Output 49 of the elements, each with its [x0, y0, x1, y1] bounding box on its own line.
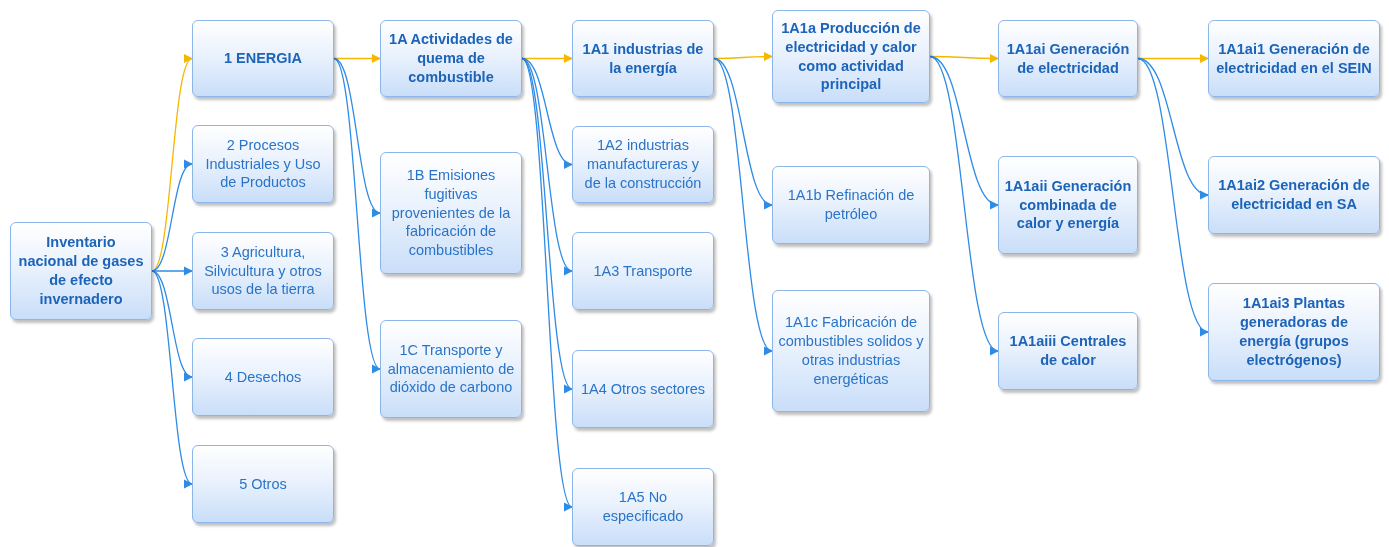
category-box — [192, 445, 334, 523]
category-box — [772, 10, 930, 103]
box-label: 1A4 Otros sectores — [580, 379, 706, 399]
box-label: 1A1c Fabricación de combustibles solidos y otras industrias energéticas — [777, 313, 925, 389]
box-label: 1A1ai1 Generación de electricidad en el SEIN — [1215, 39, 1373, 78]
category-box — [380, 152, 522, 274]
category-box — [192, 20, 334, 97]
box-label: 1A3 Transporte — [593, 261, 693, 281]
box-label: 1A1a Producción de electricidad y calor como actividad principal — [780, 18, 922, 95]
category-box — [572, 468, 714, 546]
box-label: 1C Transporte y almacenamiento de dióxido de carbono — [386, 340, 516, 398]
box-label: 1B Emisiones fugitivas provenientes de la fabricación de combustibles — [390, 165, 512, 261]
arrow — [333, 53, 381, 64]
box-label: 1A1 industrias de la energía — [581, 39, 705, 78]
arrow — [521, 57, 573, 166]
category-box — [998, 156, 1138, 254]
category-box — [192, 232, 334, 310]
category-box — [1208, 156, 1380, 234]
category-box — [772, 290, 930, 412]
box-label: 4 Desechos — [224, 367, 302, 387]
category-box — [572, 232, 714, 310]
category-box — [10, 222, 152, 320]
category-box — [380, 20, 522, 97]
category-box — [192, 125, 334, 203]
box-label: 1A1ai Generación de electricidad — [1005, 39, 1131, 78]
category-box — [572, 20, 714, 97]
box-label: 1A1aii Generación combinada de calor y energía — [1003, 176, 1133, 234]
box-label: 1A1aiii Centrales de calor — [1008, 332, 1128, 370]
category-box — [1208, 283, 1380, 381]
category-box — [380, 320, 522, 418]
category-box — [1208, 20, 1380, 97]
box-label: 3 Agricultura, Silvicultura y otros usos de la tierra — [203, 242, 323, 300]
box-label: 1 ENERGIA — [223, 49, 303, 68]
box-label: 1A1ai3 Plantas generadoras de energía (grupos electrógenos) — [1238, 294, 1350, 370]
box-label: Inventario nacional de gases de efecto invernadero — [17, 233, 145, 309]
category-box — [998, 20, 1138, 97]
category-box — [772, 166, 930, 244]
category-box — [572, 350, 714, 428]
category-box — [572, 126, 714, 203]
box-label: 1A1b Refinación de petróleo — [786, 186, 916, 224]
box-label: 1A2 industrias manufactureras y de la construcción — [583, 136, 703, 193]
box-label: 1A Actividades de quema de combustible — [388, 30, 514, 87]
category-box — [998, 312, 1138, 390]
arrow — [151, 57, 193, 272]
box-label: 5 Otros — [239, 474, 287, 494]
box-label: 1A1ai2 Generación de electricidad en SA — [1217, 176, 1371, 214]
category-box — [192, 338, 334, 416]
box-label: 2 Procesos Industriales y Uso de Productos — [204, 135, 322, 193]
box-label: 1A5 No especificado — [601, 488, 685, 526]
